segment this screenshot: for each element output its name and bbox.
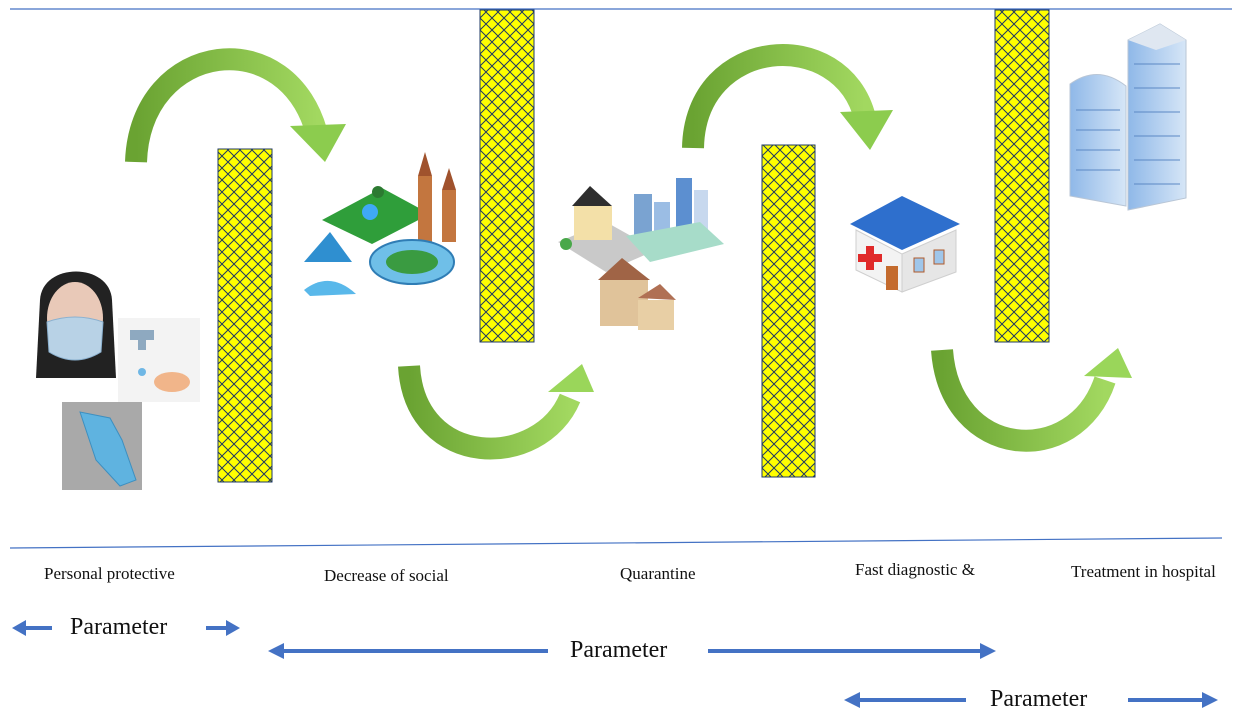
personal-protection-icon (34, 262, 200, 490)
stage-label-decrease-of-social: Decrease of social (324, 566, 449, 585)
curved-arrow-4 (931, 348, 1132, 452)
barrier-4 (994, 9, 1050, 343)
hospital-buildings-icon (1069, 23, 1187, 211)
parameter-label-2: Parameter (564, 637, 674, 664)
stage-label-quarantine: Quarantine (620, 564, 696, 583)
parameter-arrow-1 (12, 620, 240, 636)
parameter-arrow-3 (844, 692, 1218, 708)
stage-label-personal-protective: Personal protective (44, 564, 175, 583)
barrier-3 (761, 144, 816, 478)
parameter-label-3: Parameter (984, 686, 1094, 713)
stage-label-fast-diagnostic: Fast diagnostic & (855, 560, 975, 579)
parameter-arrow-2 (268, 643, 996, 659)
houses-icon (558, 178, 724, 330)
barrier-2 (479, 9, 535, 343)
clinic-icon (850, 196, 960, 293)
barrier-1 (217, 148, 273, 483)
curved-arrow-1 (125, 48, 346, 163)
stage-label-treatment-in-hospital: Treatment in hospital (1071, 562, 1216, 581)
parameter-label-1: Parameter (64, 614, 174, 641)
curved-arrow-3 (682, 44, 893, 150)
bottom-rule (9, 537, 1223, 549)
city-park-icon (304, 152, 456, 296)
curved-arrow-2 (398, 364, 594, 460)
